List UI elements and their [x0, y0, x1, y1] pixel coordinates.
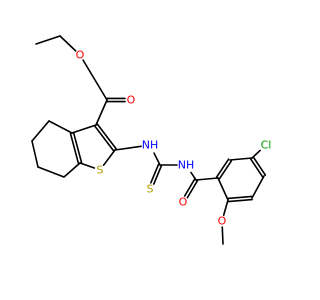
bond-C7a-S_ring	[79, 162, 96, 169]
bond-Ar1-Ar2-line2	[218, 160, 233, 180]
atom-label-nh-right: NH	[178, 159, 195, 172]
bond-C3a-C4	[48, 120, 73, 134]
atom-label-s-thione: S	[147, 183, 154, 196]
atom-label-o-carbonyl: O	[127, 94, 136, 107]
bond-Ar2-Ar3	[229, 157, 253, 161]
bond-lines	[31, 35, 267, 245]
bond-Ar3-Ar4-line1	[252, 156, 267, 176]
bond-C7a-C3a-line1	[69, 132, 80, 165]
bond-C2-C3-line2	[96, 123, 118, 150]
bond-C4-C5	[31, 120, 50, 142]
bond-Ar6-O_methoxy	[222, 199, 229, 217]
bond-C2-NH_left	[114, 145, 142, 151]
bond-NH_left-C_thio	[153, 152, 161, 166]
atom-label-o-ester-top: O	[76, 49, 85, 62]
atom-label-o-methoxy: O	[218, 215, 227, 228]
bond-C_ester-C3	[95, 99, 108, 126]
bond-C_amide-O_amide-line1	[186, 180, 199, 199]
bond-C6-C7	[37, 166, 65, 178]
bond-O_methoxy-Me	[221, 226, 224, 245]
bond-Ar3-Ar4-line2	[249, 158, 264, 178]
bond-S_ring-C2	[102, 149, 116, 166]
bond-Ar5-Ar6-line2	[227, 195, 253, 200]
bond-C_thio-S_thione-line2	[150, 163, 160, 184]
bond-Ar4-Ar5	[251, 175, 265, 199]
bond-C2-C3-line1	[93, 125, 115, 152]
bond-Et2-Et1	[35, 35, 61, 45]
bond-Et1-O_ester_top	[59, 35, 77, 52]
atom-label-cl: Cl	[261, 139, 272, 152]
bond-O_ester_top-C_ester	[82, 59, 108, 101]
bond-C7a-C3a-line2	[72, 131, 83, 164]
atom-label-nh-left: NH	[142, 139, 159, 152]
atom-label-o-amide: O	[179, 196, 188, 209]
bond-C3-C3a	[71, 124, 97, 134]
bond-Ar6-Ar1	[217, 177, 229, 201]
bond-C_amide-O_amide-line2	[183, 178, 196, 197]
atom-label-s-ring: S	[97, 164, 104, 177]
bond-Ar3-Cl	[251, 149, 261, 159]
bond-C5-C6	[31, 140, 39, 168]
bond-C7-C7a	[63, 162, 81, 178]
bond-Ar5-Ar6-line1	[227, 198, 253, 203]
bond-Ar1-Ar2-line1	[215, 158, 230, 178]
bond-C_amide-Ar1	[195, 177, 219, 181]
bond-C_thio-S_thione-line1	[152, 164, 163, 185]
